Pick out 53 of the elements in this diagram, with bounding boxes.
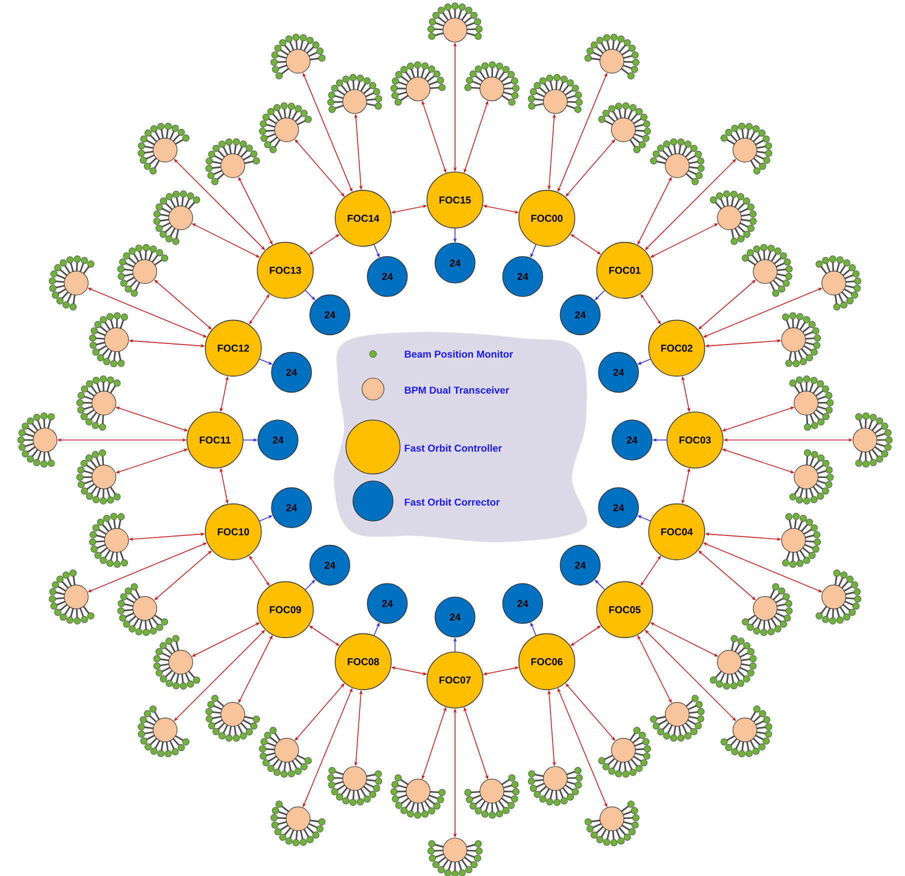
transceiver-circle	[220, 702, 246, 727]
transceiver-circle	[480, 76, 504, 102]
transceiver-circle	[132, 259, 158, 284]
transceiver-circle	[752, 259, 778, 284]
transceiver-circle	[104, 528, 129, 553]
legend-text: Fast Orbit Controller	[404, 444, 502, 452]
transceiver-circle	[781, 528, 806, 553]
transceiver-circle	[543, 89, 568, 114]
transceiver-circle	[274, 118, 299, 142]
legend-text: Beam Position Monitor	[404, 350, 513, 358]
arrow	[304, 290, 316, 300]
transceiver-circle	[664, 702, 690, 727]
transceiver-circle	[32, 428, 58, 452]
transceiver-circle	[664, 153, 690, 178]
transceiver-circle	[732, 718, 758, 742]
transceiver-circle	[220, 153, 246, 178]
transceiver-circle	[152, 138, 178, 162]
transceiver-circle	[752, 596, 778, 621]
transceiver-circle	[342, 89, 367, 114]
transceiver-circle	[732, 138, 758, 162]
transceiver-circle	[442, 18, 468, 42]
transceiver-circle	[611, 738, 636, 762]
transceiver-circle	[92, 390, 116, 416]
transceiver-circle	[600, 806, 624, 832]
transceiver-circle	[442, 838, 468, 862]
transceiver-circle	[406, 76, 430, 102]
transceiver-circle	[152, 718, 178, 742]
transceiver-circle	[132, 596, 158, 621]
transceiver-circle	[168, 650, 193, 674]
transceiver-circle	[64, 584, 88, 610]
transceiver-circle	[480, 778, 504, 804]
transceiver-circle	[274, 738, 299, 762]
transceiver-circle	[286, 48, 310, 74]
transceiver-circle	[168, 206, 193, 230]
transceiver-circle	[852, 428, 878, 452]
transceiver-circle	[611, 118, 636, 142]
transceiver-circle	[342, 766, 367, 791]
transceiver-circle	[104, 327, 129, 352]
transceiver-circle	[543, 766, 568, 791]
transceiver-circle	[286, 806, 310, 832]
transceiver-circle	[781, 327, 806, 352]
transceiver-circle	[794, 464, 818, 490]
transceiver-circle	[717, 206, 742, 230]
transceiver-circle	[92, 464, 116, 490]
transceiver-circle	[600, 48, 624, 74]
transceiver-circle	[717, 650, 742, 674]
transceiver-circle	[64, 270, 88, 296]
transceiver-circle	[794, 390, 818, 416]
transceiver-circle	[406, 778, 430, 804]
transceiver-circle	[822, 270, 846, 296]
legend-text: Fast Orbit Corrector	[404, 498, 500, 506]
transceiver-circle	[822, 584, 846, 610]
legend-text: BPM Dual Transceiver	[404, 386, 510, 394]
